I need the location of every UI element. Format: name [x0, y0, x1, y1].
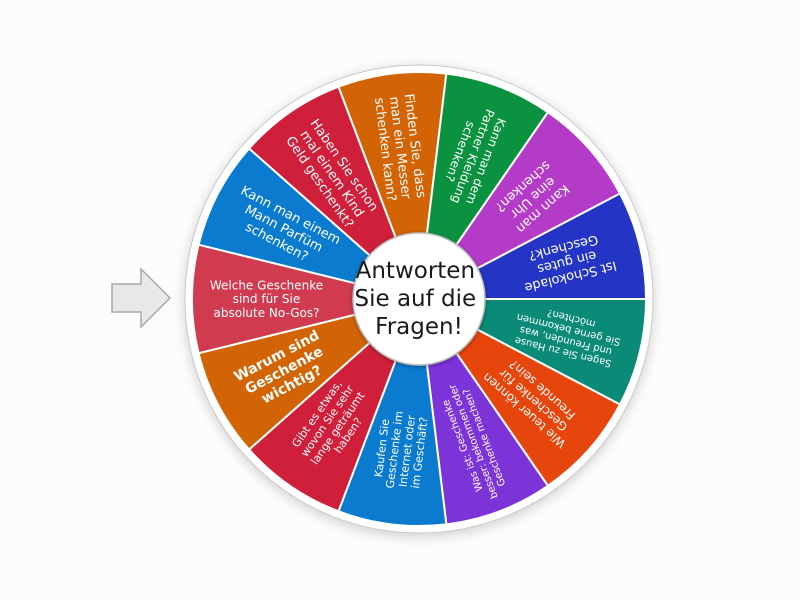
wheel-center-hub[interactable]: Antworten Sie auf die Fragen! [352, 232, 486, 366]
segment-label: Ist Schokoladeein gutesGeschenk? [516, 228, 618, 294]
wheel-segment: Haben Sie schonmal einem KindGeld gesche… [247, 85, 420, 300]
center-label: Antworten Sie auf die Fragen! [355, 258, 484, 340]
wheel-segment: Wie teuer könnenGeschenke fürFreunde sei… [418, 298, 622, 488]
wheel-segment: Kann maneine Uhrschenken? [418, 110, 622, 300]
pointer-arrow-icon [111, 267, 172, 329]
wheel-segment: Warum sindGeschenkewichtig? [197, 298, 420, 451]
